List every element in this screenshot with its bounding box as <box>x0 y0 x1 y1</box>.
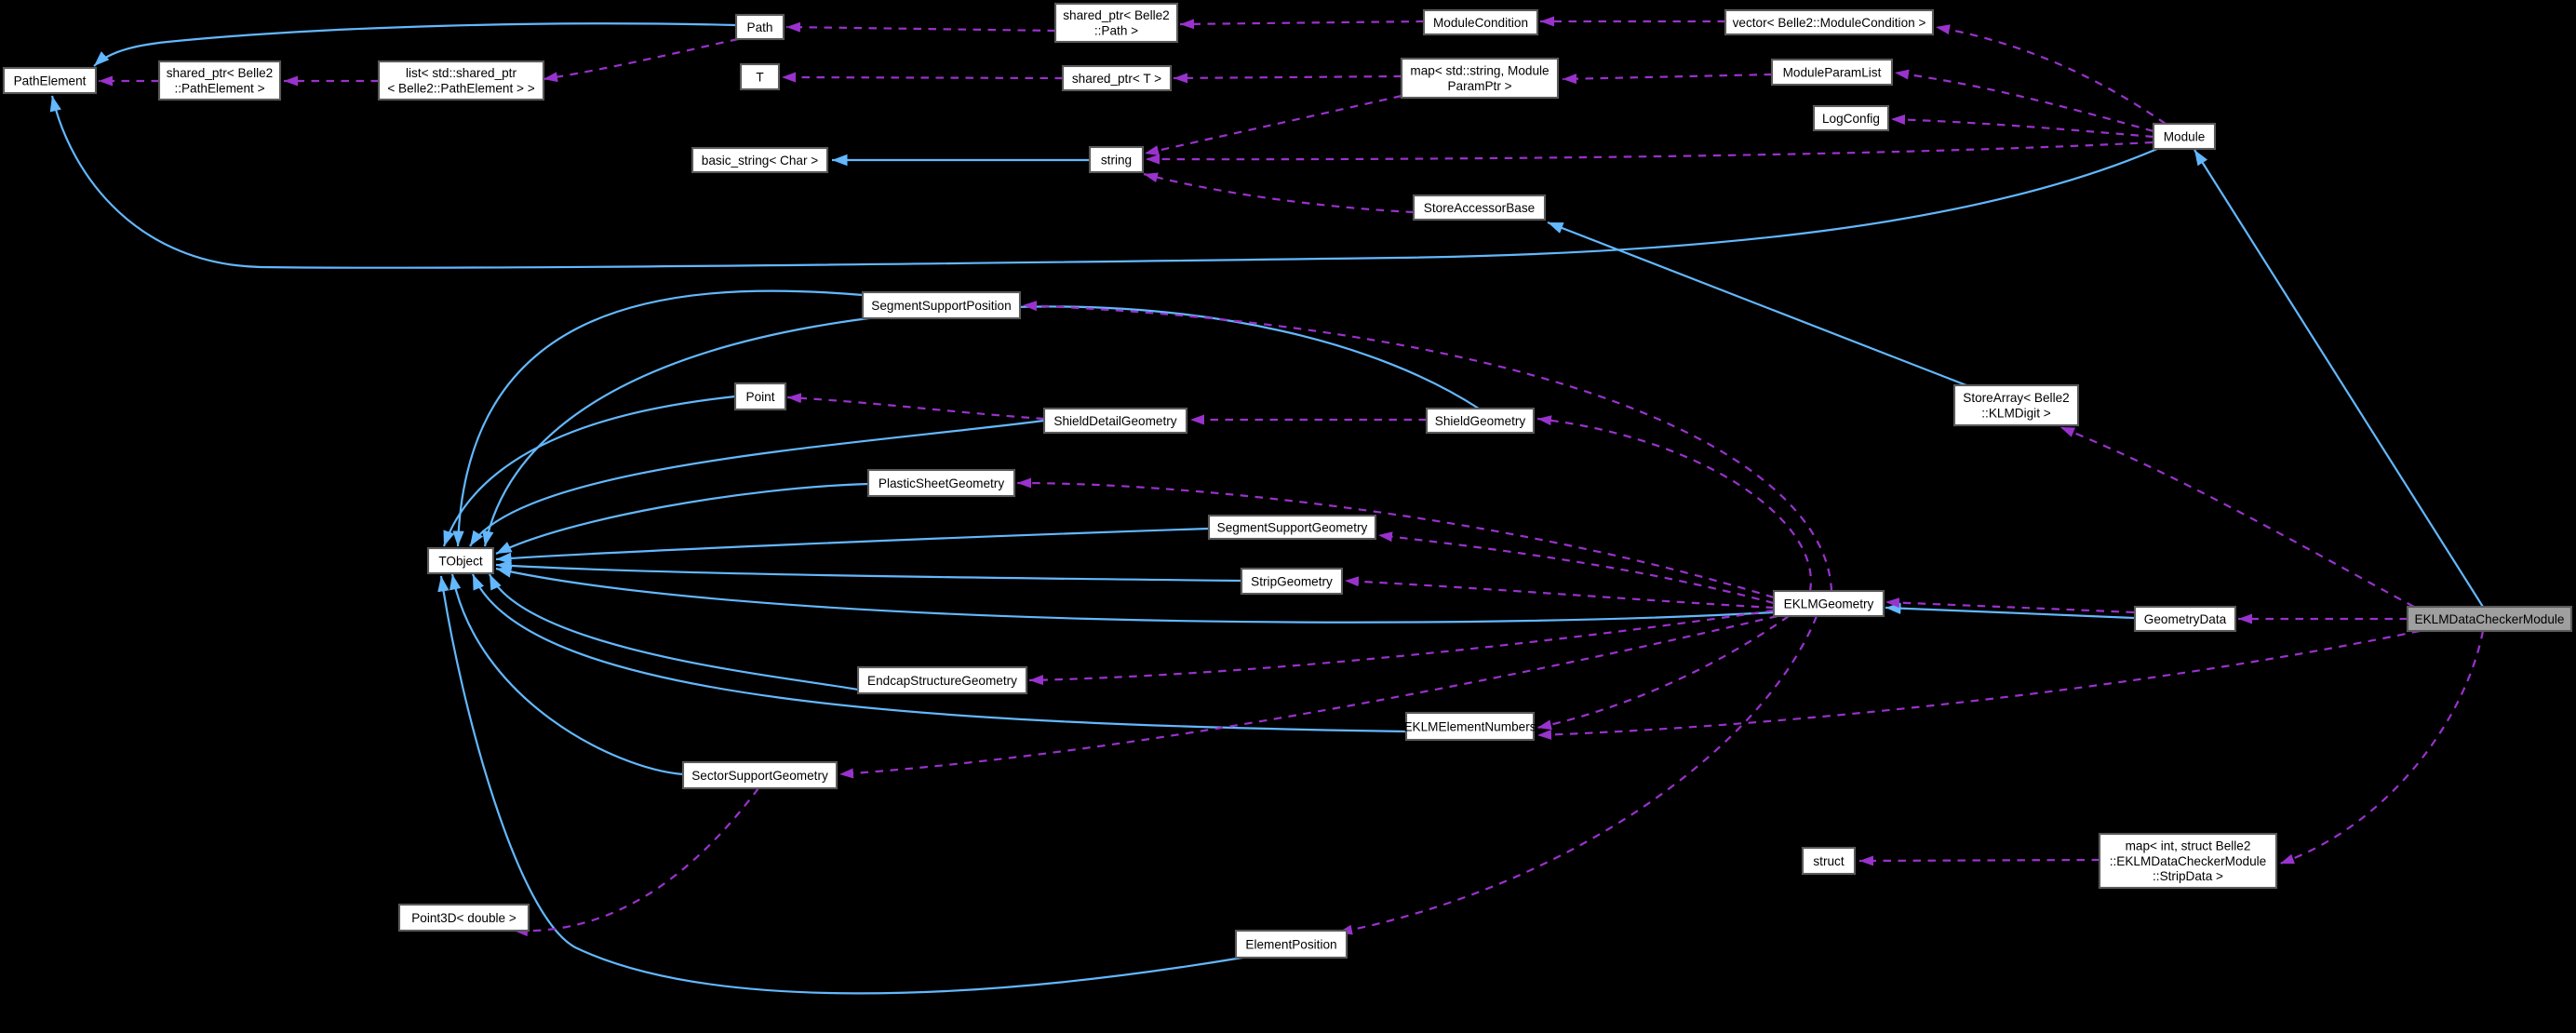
svg-text:Point3D< double >: Point3D< double > <box>411 911 517 925</box>
svg-text:StoreArray< Belle2: StoreArray< Belle2 <box>1963 391 2069 405</box>
svg-text:TObject: TObject <box>438 554 483 568</box>
svg-text:Point: Point <box>746 390 775 404</box>
svg-text:Path: Path <box>747 20 773 34</box>
svg-text:map< std::string, Module: map< std::string, Module <box>1410 64 1549 78</box>
svg-text:ModuleCondition: ModuleCondition <box>1433 16 1528 30</box>
svg-text:string: string <box>1101 153 1132 167</box>
svg-text:SectorSupportGeometry: SectorSupportGeometry <box>691 769 828 783</box>
svg-text:StoreAccessorBase: StoreAccessorBase <box>1424 201 1535 215</box>
svg-text:shared_ptr< T >: shared_ptr< T > <box>1072 72 1161 86</box>
svg-text:PlasticSheetGeometry: PlasticSheetGeometry <box>879 476 1004 490</box>
svg-text:LogConfig: LogConfig <box>1822 112 1880 126</box>
svg-text:EKLMGeometry: EKLMGeometry <box>1784 597 1874 610</box>
svg-text:list< std::shared_ptr: list< std::shared_ptr <box>406 66 517 80</box>
svg-text:< Belle2::PathElement > >: < Belle2::PathElement > > <box>387 82 534 96</box>
svg-text:SegmentSupportPosition: SegmentSupportPosition <box>871 299 1011 313</box>
svg-text:EKLMElementNumbers: EKLMElementNumbers <box>1403 719 1536 733</box>
svg-text:StripGeometry: StripGeometry <box>1251 574 1333 588</box>
svg-text:::KLMDigit >: ::KLMDigit > <box>1981 407 2050 421</box>
svg-text:ShieldDetailGeometry: ShieldDetailGeometry <box>1053 414 1176 428</box>
svg-text:ParamPtr >: ParamPtr > <box>1447 79 1511 93</box>
svg-text:shared_ptr< Belle2: shared_ptr< Belle2 <box>167 66 274 80</box>
svg-text:::PathElement >: ::PathElement > <box>174 82 264 96</box>
svg-text:::Path >: ::Path > <box>1094 24 1138 38</box>
svg-text:vector< Belle2::ModuleConditio: vector< Belle2::ModuleCondition > <box>1733 16 1926 30</box>
svg-text:T: T <box>756 70 763 84</box>
svg-text:shared_ptr< Belle2: shared_ptr< Belle2 <box>1063 8 1170 22</box>
svg-text:struct: struct <box>1813 854 1844 868</box>
svg-text:::EKLMDataCheckerModule: ::EKLMDataCheckerModule <box>2110 854 2267 868</box>
svg-text:PathElement: PathElement <box>14 74 87 87</box>
svg-text:::StripData >: ::StripData > <box>2153 869 2223 883</box>
svg-text:basic_string< Char >: basic_string< Char > <box>702 154 818 168</box>
svg-text:SegmentSupportGeometry: SegmentSupportGeometry <box>1217 520 1368 534</box>
svg-text:ShieldGeometry: ShieldGeometry <box>1435 414 1526 428</box>
svg-text:Module: Module <box>2164 129 2206 143</box>
svg-text:GeometryData: GeometryData <box>2144 612 2227 626</box>
svg-text:map< int, struct Belle2: map< int, struct Belle2 <box>2126 839 2251 853</box>
svg-text:EndcapStructureGeometry: EndcapStructureGeometry <box>867 674 1017 688</box>
svg-text:ModuleParamList: ModuleParamList <box>1783 65 1882 79</box>
svg-text:ElementPosition: ElementPosition <box>1245 937 1336 951</box>
svg-text:EKLMDataCheckerModule: EKLMDataCheckerModule <box>2415 612 2565 626</box>
